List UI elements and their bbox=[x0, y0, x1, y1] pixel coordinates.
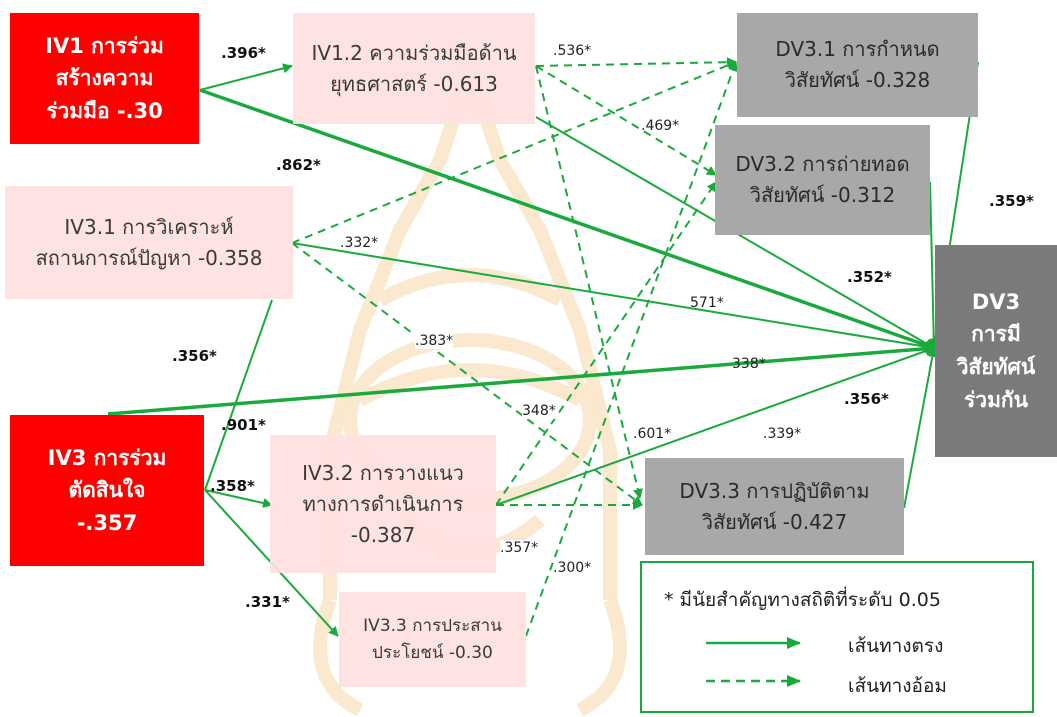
coef-469: .469* bbox=[641, 118, 680, 134]
legend-significance-note: * มีนัยสำคัญทางสถิติที่ระดับ 0.05 bbox=[664, 589, 941, 611]
coef-359: .359* bbox=[989, 192, 1034, 210]
node-dv3-2: DV3.2 การถ่ายทอด วิสัยทัศน์ -0.312 bbox=[715, 125, 930, 235]
coef-571: 571* bbox=[690, 295, 724, 311]
coef-338: 338* bbox=[732, 356, 766, 372]
legend-indirect-path: เส้นทางอ้อม bbox=[848, 675, 947, 697]
coef-348: 348* bbox=[522, 403, 556, 419]
coef-357: .357* bbox=[500, 540, 539, 556]
coef-536: .536* bbox=[553, 43, 592, 59]
node-dv3-1: DV3.1 การกำหนด วิสัยทัศน์ -0.328 bbox=[737, 13, 978, 117]
node-iv3: IV3 การร่วม ตัดสินใจ -.357 bbox=[10, 415, 204, 566]
legend-direct-path: เส้นทางตรง bbox=[848, 635, 944, 657]
node-iv1-2: IV1.2 ความร่วมมือด้าน ยุทธศาสตร์ -0.613 bbox=[293, 13, 535, 124]
node-iv3-2: IV3.2 การวางแนว ทางการดำเนินการ -0.387 bbox=[270, 435, 496, 573]
coef-331: .331* bbox=[245, 593, 290, 611]
coef-332: .332* bbox=[340, 235, 379, 251]
coef-383: .383* bbox=[415, 333, 454, 349]
coef-396: .396* bbox=[221, 44, 266, 62]
legend-arrow-samples bbox=[706, 637, 801, 687]
coef-356-b: .356* bbox=[844, 390, 889, 408]
node-iv3-1: IV3.1 การวิเคราะห์ สถานการณ์ปัญหา -0.358 bbox=[5, 186, 293, 299]
node-dv3: DV3 การมี วิสัยทัศน์ ร่วมกัน bbox=[935, 245, 1057, 457]
node-iv3-3: IV3.3 การประสาน ประโยชน์ -0.30 bbox=[339, 592, 526, 687]
coef-356-a: .356* bbox=[172, 347, 217, 365]
coef-862: .862* bbox=[276, 156, 321, 174]
node-dv3-3: DV3.3 การปฏิบัติตาม วิสัยทัศน์ -0.427 bbox=[645, 458, 904, 555]
coef-358: .358* bbox=[210, 477, 255, 495]
legend: * มีนัยสำคัญทางสถิติที่ระดับ 0.05 เส้นทา… bbox=[640, 561, 1034, 713]
coef-300: .300* bbox=[553, 560, 592, 576]
coef-601: .601* bbox=[633, 426, 672, 442]
coef-901: .901* bbox=[221, 416, 266, 434]
coef-339: .339* bbox=[763, 426, 802, 442]
coef-352: .352* bbox=[847, 268, 892, 286]
node-iv1: IV1 การร่วม สร้างความ ร่วมมือ -.30 bbox=[10, 13, 199, 144]
